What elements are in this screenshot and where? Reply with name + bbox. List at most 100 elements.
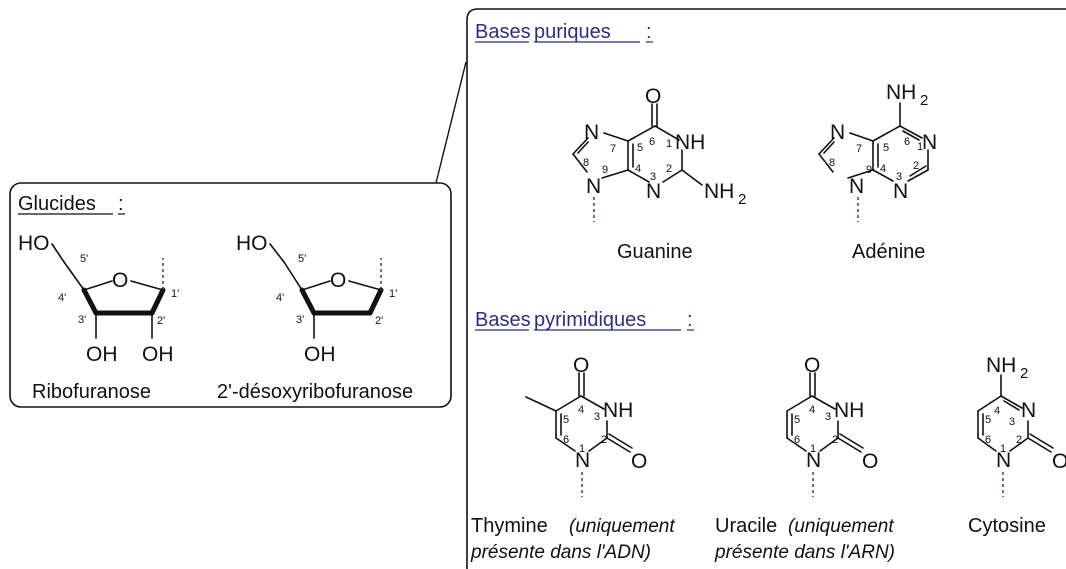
svg-text:N: N [806, 449, 821, 472]
svg-text:2: 2 [666, 163, 672, 175]
thymine-note-line1: (uniquement [569, 516, 675, 537]
svg-text:3: 3 [896, 171, 902, 183]
svg-text:N: N [586, 175, 601, 198]
cytosine-structure: NH 2 N N O 4 5 3 6 2 1 Cytosine [968, 354, 1066, 537]
svg-text:N: N [849, 175, 864, 198]
svg-text:3: 3 [1009, 416, 1015, 428]
uracil-name: Uracile [715, 515, 777, 537]
svg-text:O: O [573, 354, 589, 377]
pyrimidines-title-colon: : [687, 309, 693, 331]
svg-text:5': 5' [298, 253, 306, 265]
svg-text:1: 1 [579, 443, 585, 455]
purines-title-word2: puriques [534, 21, 611, 43]
svg-text:2: 2 [920, 92, 928, 109]
svg-text:O: O [804, 354, 820, 377]
svg-text:N: N [922, 131, 937, 154]
thymine-note-line2: présente dans l'ADN) [470, 542, 651, 563]
deoxyribose-ring-o: O [330, 269, 346, 292]
svg-text:1: 1 [917, 141, 923, 153]
svg-text:NH: NH [675, 131, 705, 154]
svg-text:NH: NH [603, 399, 633, 422]
svg-text:O: O [862, 450, 878, 473]
svg-text:5: 5 [637, 142, 643, 154]
svg-text:N: N [584, 121, 599, 144]
svg-text:4: 4 [635, 163, 641, 175]
thymine-structure: O NH N O 4 5 3 6 2 1 Thymine (uniquement… [470, 354, 675, 563]
svg-text:7: 7 [856, 143, 862, 155]
ribose-ho: HO [18, 232, 50, 255]
svg-text:2': 2' [157, 315, 165, 327]
svg-text:2: 2 [601, 434, 607, 446]
pyrimidines-title-word2: pyrimidiques [534, 309, 646, 331]
sugars-title-colon: : [118, 193, 124, 215]
ribofuranose-structure: HO O OH OH 5' 4' 3' 2' 1' Ribofuranose [18, 232, 179, 403]
svg-text:1': 1' [389, 288, 397, 300]
svg-text:5: 5 [563, 414, 569, 426]
svg-text:3': 3' [296, 314, 304, 326]
svg-text:2: 2 [738, 191, 746, 208]
bases-box-outline [466, 8, 1066, 569]
sugars-box [9, 182, 452, 408]
svg-text:O: O [1052, 450, 1066, 473]
svg-text:N: N [893, 180, 908, 203]
ribose-name: Ribofuranose [32, 381, 151, 403]
guanine-name: Guanine [617, 241, 693, 263]
svg-text:1: 1 [666, 138, 672, 150]
svg-text:1': 1' [171, 288, 179, 300]
svg-text:8: 8 [829, 157, 835, 169]
svg-text:NH: NH [986, 354, 1016, 377]
svg-text:9: 9 [602, 164, 608, 176]
thymine-name: Thymine [471, 515, 548, 537]
cytosine-name: Cytosine [968, 515, 1046, 537]
svg-text:8: 8 [583, 157, 589, 169]
purines-title-word1: Bases [475, 21, 531, 43]
svg-text:1: 1 [1000, 443, 1006, 455]
ribose-ring-o: O [112, 269, 128, 292]
svg-text:4: 4 [994, 405, 1000, 417]
svg-text:6: 6 [794, 434, 800, 446]
uracil-note-line1: (uniquement [788, 516, 894, 537]
svg-text:5': 5' [80, 253, 88, 265]
deoxyribose-name: 2'-désoxyribofuranose [217, 381, 413, 403]
svg-text:6: 6 [985, 434, 991, 446]
adenine-name: Adénine [852, 241, 925, 263]
svg-text:4: 4 [578, 404, 584, 416]
svg-text:5: 5 [883, 142, 889, 154]
svg-text:NH: NH [834, 399, 864, 422]
sugars-panel: Glucides : HO O OH OH 5' 4' 3' 2' 1' Rib… [9, 61, 467, 408]
callout-connector [435, 61, 467, 184]
svg-text:3: 3 [825, 411, 831, 423]
svg-text:2': 2' [375, 315, 383, 327]
pyrimidines-title-word1: Bases [475, 309, 531, 331]
svg-text:N: N [575, 449, 590, 472]
sugars-title: Glucides [18, 193, 96, 215]
guanine-structure: O N NH N N NH 2 6 5 1 7 8 9 4 3 2 Guanin… [572, 85, 746, 263]
svg-text:3: 3 [650, 171, 656, 183]
svg-text:4': 4' [58, 292, 66, 304]
svg-text:N: N [830, 121, 845, 144]
deoxyribose-oh3: OH [304, 343, 336, 366]
svg-text:2: 2 [1016, 434, 1022, 446]
svg-text:5: 5 [794, 414, 800, 426]
purines-title-colon: : [646, 21, 652, 43]
svg-text:6: 6 [904, 136, 910, 148]
bases-panel: Bases puriques : O N NH N [466, 8, 1066, 569]
svg-text:O: O [631, 450, 647, 473]
svg-text:O: O [645, 85, 661, 108]
ribose-oh2: OH [142, 343, 174, 366]
deoxyribofuranose-structure: HO O OH 5' 4' 3' 2' 1' 2'-désoxyribofura… [217, 232, 413, 403]
svg-text:4': 4' [276, 292, 284, 304]
svg-text:6: 6 [563, 434, 569, 446]
svg-text:NH: NH [886, 81, 916, 104]
ribose-oh3: OH [86, 343, 118, 366]
svg-text:9: 9 [866, 164, 872, 176]
svg-text:6: 6 [649, 136, 655, 148]
svg-text:N: N [646, 180, 661, 203]
svg-text:7: 7 [610, 143, 616, 155]
svg-text:5: 5 [985, 414, 991, 426]
deoxyribose-ho: HO [236, 232, 268, 255]
svg-text:1: 1 [810, 443, 816, 455]
svg-text:N: N [1021, 399, 1036, 422]
uracil-structure: O NH N O 4 5 3 6 2 1 Uracile (uniquement… [714, 354, 895, 563]
